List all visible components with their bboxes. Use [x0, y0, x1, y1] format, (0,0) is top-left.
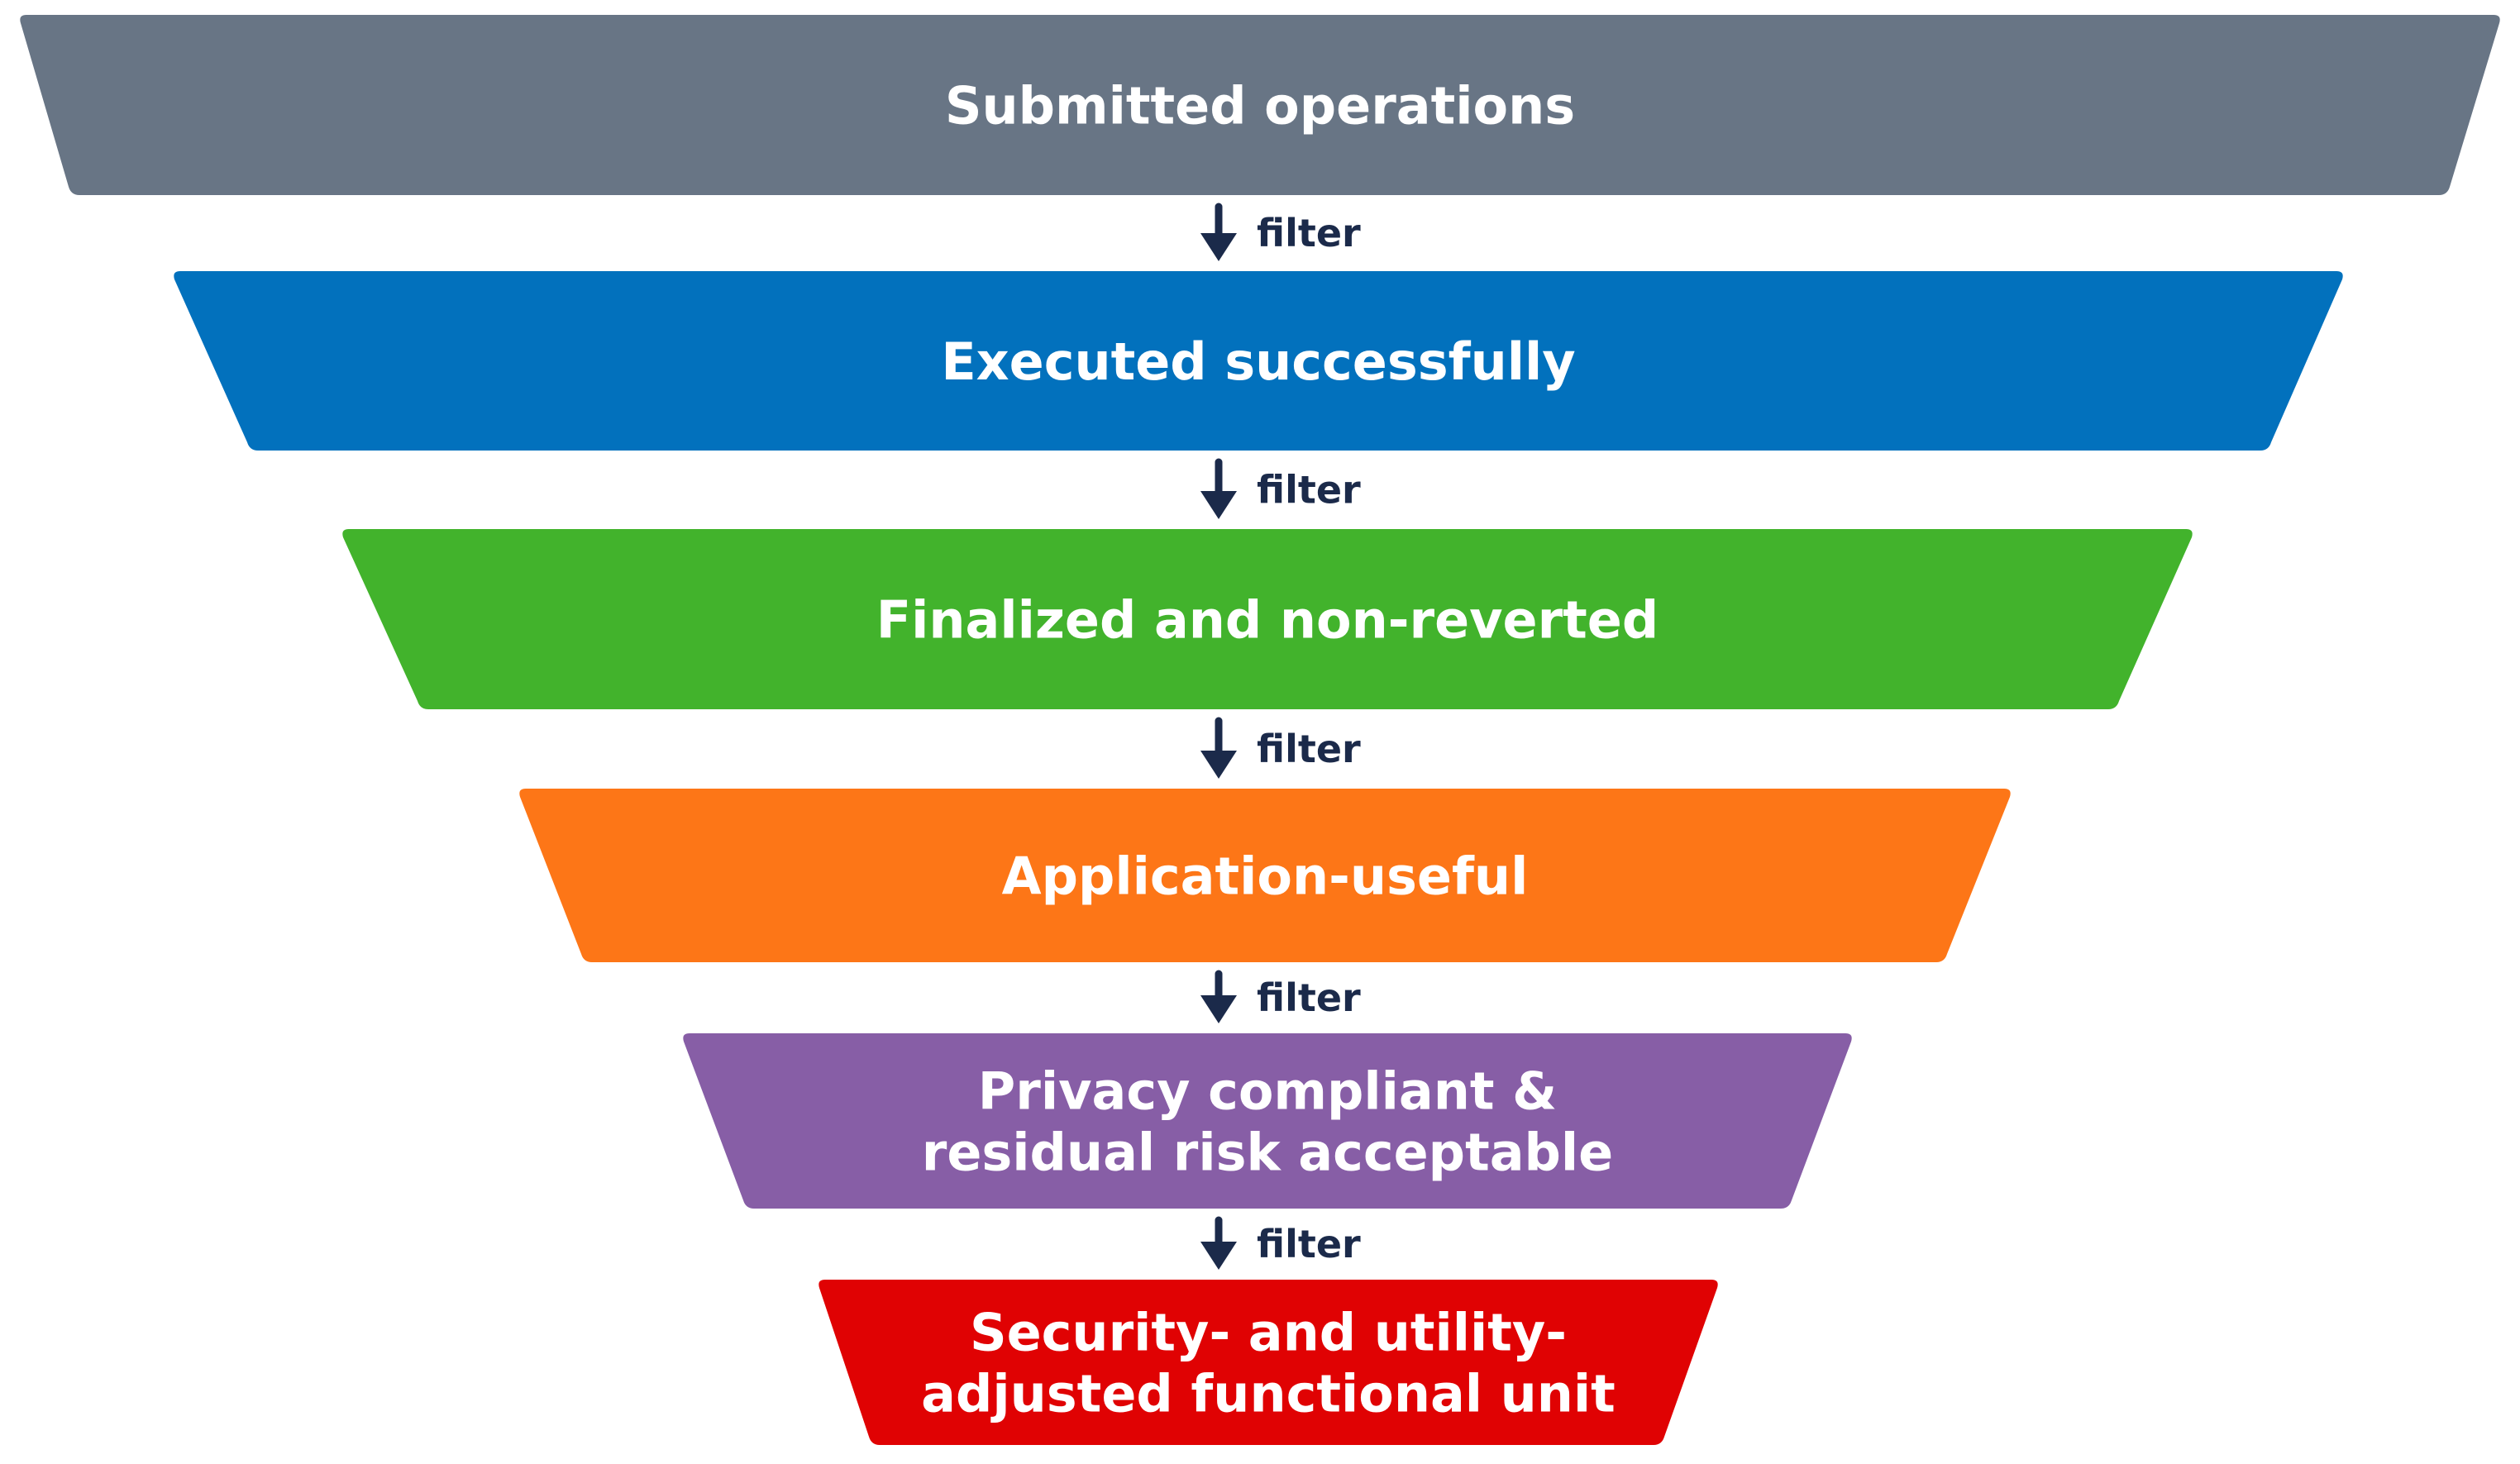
funnel-stage-shape — [819, 1280, 1718, 1445]
funnel-stage: Finalized and non-reverted — [342, 529, 2193, 709]
funnel-connectors: filter filter filter filter filter — [1200, 203, 1361, 1270]
filter-connector: filter — [1200, 203, 1361, 261]
funnel-stage-label: Submitted operations — [945, 75, 1575, 136]
funnel-stage-label: Application-useful — [1002, 846, 1529, 906]
funnel-stage: Executed successfully — [174, 271, 2343, 451]
funnel-stage-shape — [342, 529, 2193, 709]
filter-label: filter — [1257, 468, 1361, 513]
filter-label: filter — [1257, 727, 1361, 771]
funnel-stage-label: Privacy compliant & — [978, 1061, 1557, 1121]
funnel-stage: Privacy compliant &residual risk accepta… — [683, 1033, 1852, 1209]
funnel-stage-shape — [20, 15, 2500, 195]
filter-connector: filter — [1200, 1216, 1361, 1270]
funnel-stage: Security- and utility-adjusted functiona… — [819, 1280, 1718, 1445]
arrow-head-icon — [1200, 491, 1237, 519]
funnel-stage-label: Finalized and non-reverted — [876, 589, 1659, 650]
filter-label: filter — [1257, 975, 1361, 1020]
filter-connector: filter — [1200, 970, 1361, 1023]
filter-connector: filter — [1200, 458, 1361, 519]
filter-connector: filter — [1200, 717, 1361, 779]
funnel-stage: Application-useful — [519, 789, 2011, 962]
filter-label: filter — [1257, 211, 1361, 255]
arrow-head-icon — [1200, 1242, 1237, 1270]
funnel-stage: Submitted operations — [20, 15, 2500, 195]
funnel-stage-label: Executed successfully — [941, 331, 1575, 392]
arrow-head-icon — [1200, 995, 1237, 1023]
arrow-head-icon — [1200, 751, 1237, 779]
arrow-head-icon — [1200, 233, 1237, 261]
funnel-stage-label: Security- and utility- — [970, 1302, 1567, 1362]
funnel-stage-shape — [519, 789, 2011, 962]
filter-label: filter — [1257, 1222, 1361, 1266]
funnel-stage-shape — [174, 271, 2343, 451]
funnel-stage-shape — [683, 1033, 1852, 1209]
funnel-stage-label: adjusted functional unit — [921, 1363, 1616, 1423]
funnel-stage-label: residual risk acceptable — [922, 1122, 1613, 1182]
